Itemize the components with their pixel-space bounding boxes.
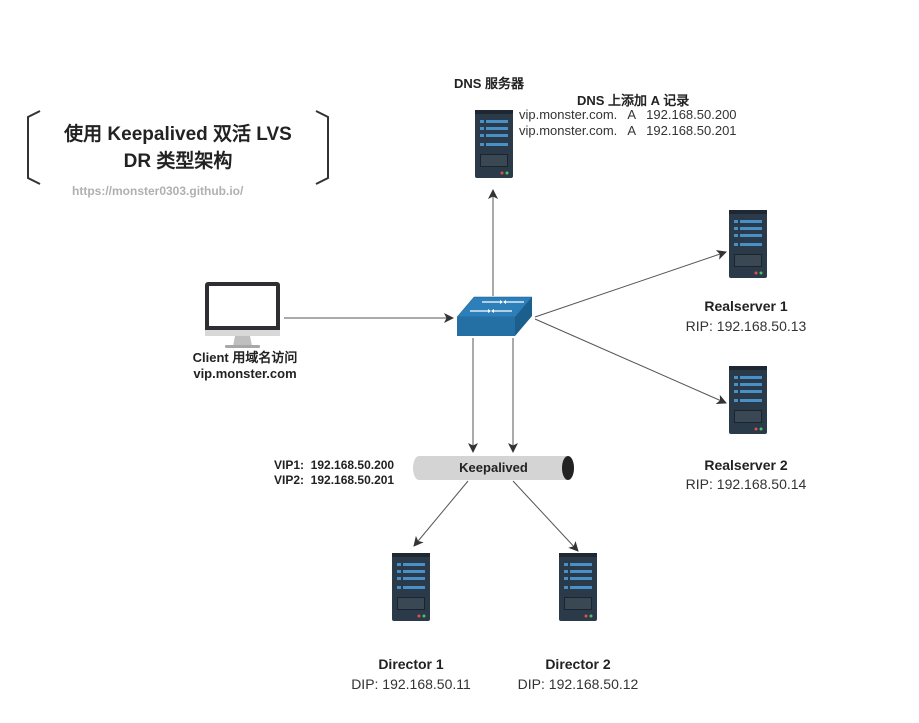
realserver1-ip: RIP: 192.168.50.13 [685, 318, 807, 334]
title-line-2: DR 类型架构 [123, 151, 233, 172]
dns-server-icon [474, 109, 514, 179]
client-label: Client 用域名访问 vip.monster.com [170, 350, 320, 382]
keepalived-to-director1-arrow [413, 480, 469, 547]
network-switch-icon [456, 296, 533, 336]
realserver2-name: Realserver 2 [704, 457, 788, 473]
keepalived-cylinder [413, 456, 574, 480]
switch-to-realserver1-arrow [534, 250, 727, 318]
switch-to-realserver2-arrow [534, 318, 727, 404]
vip1-label: VIP1: 192.168.50.200 [274, 458, 395, 472]
title-bracket [27, 110, 329, 185]
keepalived-to-director2-arrow [512, 480, 579, 552]
dns-records-title: DNS 上添加 A 记录 [577, 93, 690, 108]
source-url: https://monster0303.github.io/ [72, 184, 244, 198]
director2-icon [558, 552, 598, 622]
director2-ip: DIP: 192.168.50.12 [517, 676, 639, 692]
client-label-line-2: vip.monster.com [193, 366, 297, 381]
realserver1-icon [728, 209, 768, 279]
client-label-line-1: Client 用域名访问 [192, 350, 298, 365]
connectors [284, 189, 727, 552]
dns-record-1: vip.monster.com. A 192.168.50.200 [519, 107, 737, 122]
realserver2-ip: RIP: 192.168.50.14 [685, 476, 807, 492]
client-monitor-icon [205, 282, 280, 348]
keepalived-label: Keepalived [459, 460, 528, 475]
director2-name: Director 2 [545, 656, 611, 672]
diagram-title: 使用 Keepalived 双活 LVS DR 类型架构 [40, 121, 316, 175]
title-line-1: 使用 Keepalived 双活 LVS [64, 124, 292, 145]
director1-ip: DIP: 192.168.50.11 [351, 676, 471, 692]
director1-icon [391, 552, 431, 622]
dns-server-label: DNS 服务器 [454, 76, 525, 91]
director1-name: Director 1 [378, 656, 444, 672]
dns-record-2: vip.monster.com. A 192.168.50.201 [519, 123, 737, 138]
realserver1-name: Realserver 1 [704, 298, 788, 314]
vip2-label: VIP2: 192.168.50.201 [274, 473, 395, 487]
realserver2-icon [728, 365, 768, 435]
